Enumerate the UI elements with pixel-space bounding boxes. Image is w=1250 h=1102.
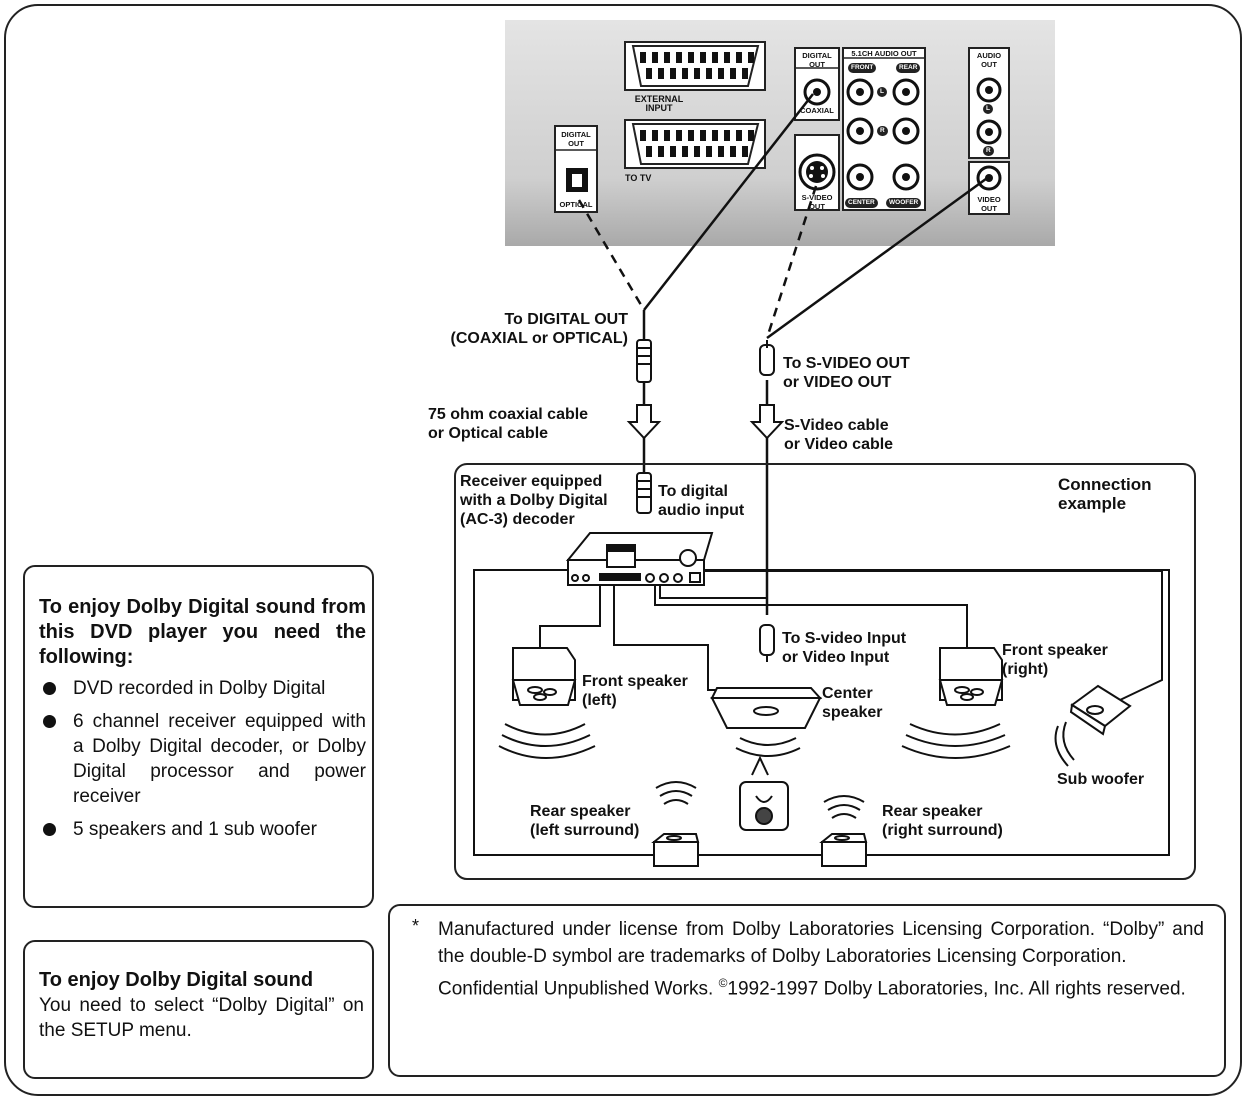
- copyright-text: Confidential Unpublished Works. ©1992-19…: [438, 976, 1186, 1000]
- list-item: 5 speakers and 1 sub woofer: [39, 817, 366, 842]
- scart-to-tv: [624, 119, 766, 169]
- coaxial-plug-receiver: [636, 472, 652, 514]
- center-speaker-icon: [710, 687, 823, 757]
- badge-l-51: L: [877, 87, 887, 97]
- subwoofer-icon: [1054, 684, 1132, 767]
- label-s-video-out: S-VIDEO OUT: [801, 193, 833, 211]
- front-right-speaker-icon: [901, 647, 1011, 759]
- list-item: 6 channel receiver equipped with a Dolby…: [39, 709, 366, 809]
- rear-left-speaker-icon: [651, 781, 700, 867]
- label-front-left: Front speaker(left): [582, 673, 688, 709]
- setup-note-text: You need to select “Dolby Digital” on th…: [39, 995, 364, 1041]
- label-video-out: VIDEO OUT: [977, 195, 1001, 213]
- bullet-icon: [43, 682, 56, 695]
- connection-example-box: [454, 463, 1196, 880]
- label-external-input: EXTERNAL INPUT: [634, 94, 684, 113]
- badge-r-audio: R: [983, 146, 994, 156]
- label-coaxial: COAXIAL: [800, 106, 834, 115]
- label-rear-left: Rear speaker(left surround): [530, 803, 640, 839]
- bullet-icon: [43, 823, 56, 836]
- coaxial-plug-top: [636, 339, 652, 383]
- label-to-digital-out: To DIGITAL OUT(COAXIAL or OPTICAL): [450, 311, 628, 347]
- setup-note-title: To enjoy Dolby Digital sound: [39, 969, 314, 991]
- badge-rear: REAR: [896, 63, 921, 73]
- receiver-icon: [565, 532, 714, 586]
- label-optical: OPTICAL: [559, 200, 593, 209]
- label-digital-out-optical-box: DIGITAL OUT: [561, 130, 591, 148]
- svideo-plug-bottom: [759, 624, 775, 662]
- dvd-rear-panel: [505, 20, 1055, 246]
- scart-external-input: [624, 41, 766, 91]
- license-asterisk: *: [412, 916, 420, 936]
- bullet-icon: [43, 715, 56, 728]
- license-text: Manufactured under license from Dolby La…: [438, 919, 1204, 967]
- listener-icon: [739, 755, 789, 831]
- setup-note-box: To enjoy Dolby Digital sound You need to…: [23, 940, 374, 1079]
- license-box: * Manufactured under license from Dolby …: [388, 904, 1226, 1077]
- copyright-symbol: ©: [718, 976, 728, 990]
- label-sub-woofer: Sub woofer: [1057, 771, 1145, 788]
- label-digital-out: DIGITAL OUT: [802, 51, 832, 69]
- rear-right-speaker-icon: [819, 795, 868, 867]
- label-front-right: Front speaker(right): [1002, 642, 1108, 678]
- badge-r-51: R: [877, 126, 888, 136]
- requirements-box: To enjoy Dolby Digital sound from this D…: [23, 565, 374, 908]
- label-rear-right: Rear speaker(right surround): [882, 803, 1003, 839]
- list-item: DVD recorded in Dolby Digital: [39, 676, 366, 701]
- label-audio-out: AUDIO OUT: [976, 51, 1002, 69]
- label-51ch-audio-out: 5.1CH AUDIO OUT: [851, 49, 917, 58]
- badge-l-audio: L: [983, 104, 993, 114]
- speaker-wires: [539, 570, 1163, 701]
- cable-arrows: [626, 404, 785, 440]
- badge-woofer: WOOFER: [886, 198, 922, 208]
- page-border: [4, 4, 1242, 1096]
- requirements-title: To enjoy Dolby Digital sound from this D…: [39, 596, 366, 668]
- front-left-speaker-icon: [498, 647, 596, 759]
- svideo-plug-top: [759, 340, 775, 376]
- label-to-tv: TO TV: [625, 173, 652, 183]
- badge-center: CENTER: [845, 198, 878, 208]
- badge-front: FRONT: [848, 63, 877, 73]
- requirements-list: DVD recorded in Dolby Digital 6 channel …: [39, 676, 366, 842]
